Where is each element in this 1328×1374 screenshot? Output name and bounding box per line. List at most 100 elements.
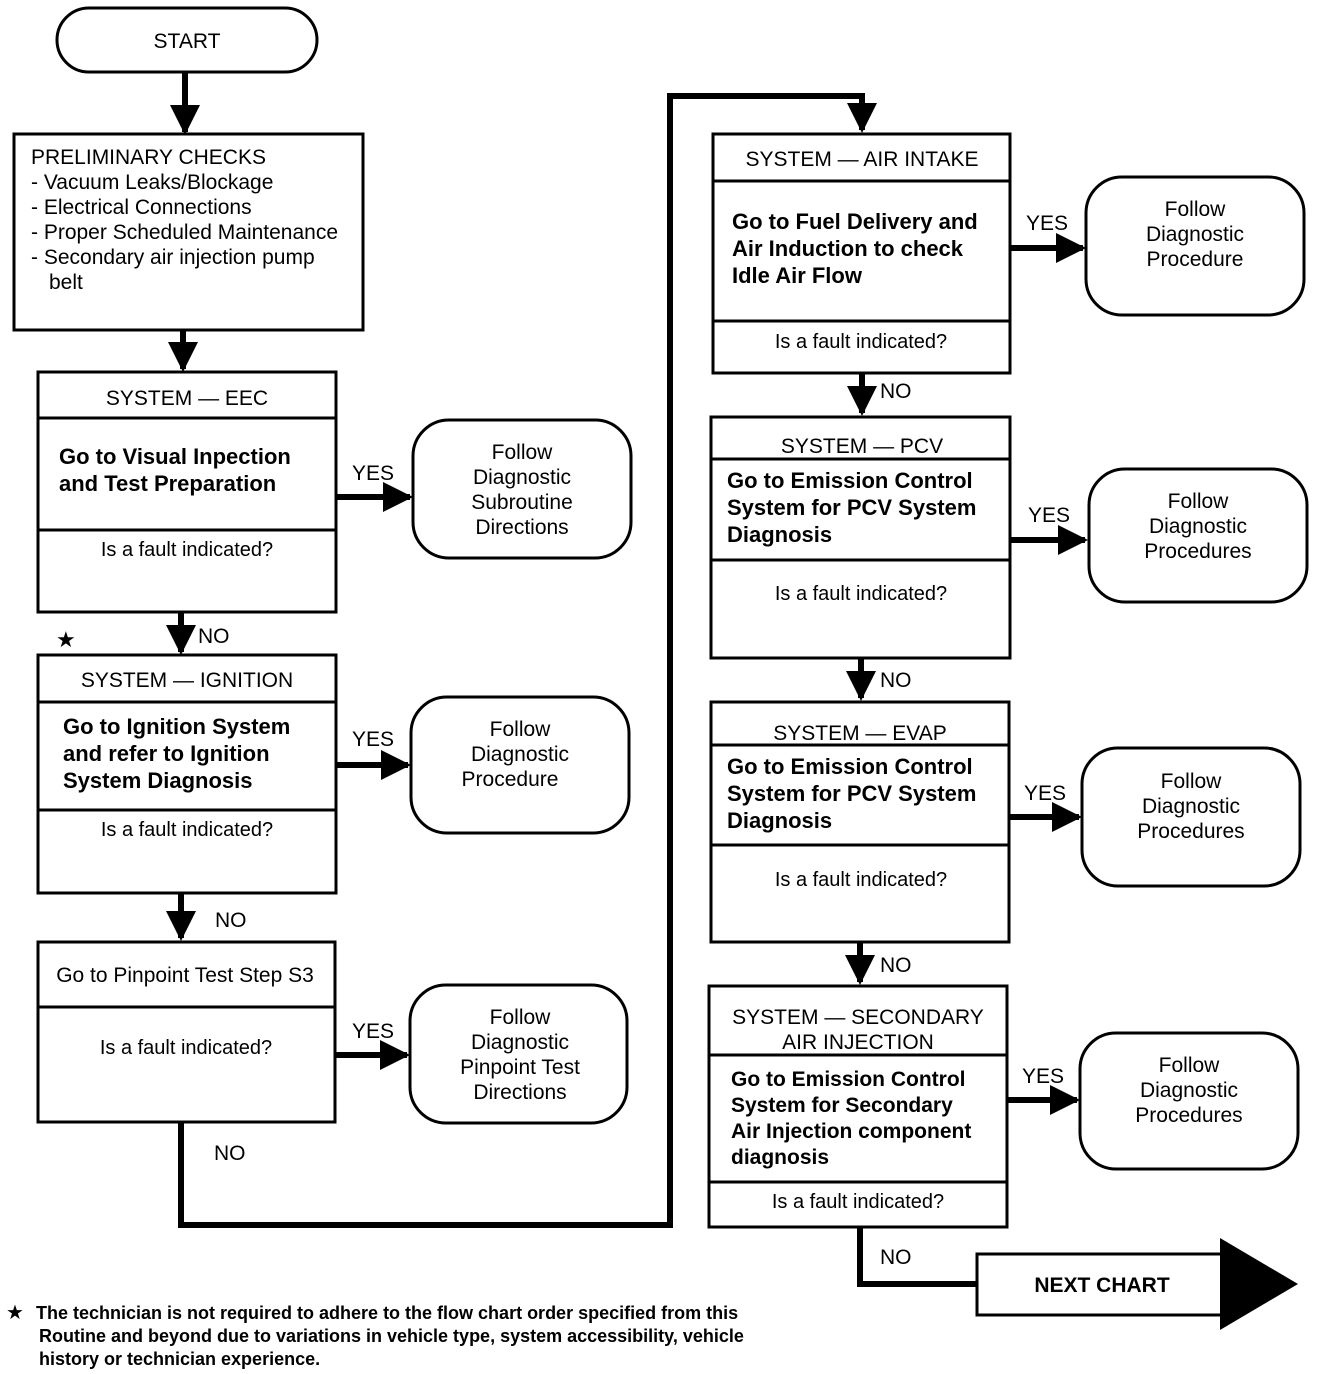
pinpoint-follow-line: Diagnostic — [471, 1031, 569, 1054]
evap-yes-label: YES — [1024, 782, 1066, 805]
next-chart-box — [975, 1252, 1224, 1317]
pinpoint-follow-line: Pinpoint Test — [460, 1056, 580, 1079]
pinpoint-question: Is a fault indicated? — [100, 1037, 272, 1059]
air-intake-question: Is a fault indicated? — [775, 331, 947, 353]
ignition-header: SYSTEM — IGNITION — [81, 669, 293, 692]
secondary-follow-line: Follow — [1159, 1054, 1221, 1077]
air-intake-body-line: Air Induction to check — [732, 236, 964, 261]
eec-follow-line: Follow — [492, 441, 554, 464]
secondary-follow-line: Diagnostic — [1140, 1079, 1238, 1102]
pcv-body-line: Diagnosis — [727, 522, 832, 547]
evap-follow-line: Diagnostic — [1142, 795, 1240, 818]
eec-no-label: NO — [198, 625, 230, 648]
pcv-follow-line: Follow — [1168, 490, 1230, 513]
secondary-body-line: Air Injection component — [731, 1120, 971, 1143]
next-chart-arrow-icon — [1220, 1238, 1298, 1330]
evap-body-line: Go to Emission Control — [727, 754, 973, 779]
pinpoint-header: Go to Pinpoint Test Step S3 — [56, 964, 314, 987]
evap-body-line: System for PCV System — [727, 781, 976, 806]
air-intake-body-line: Go to Fuel Delivery and — [732, 209, 978, 234]
air-intake-follow-box — [1084, 175, 1306, 317]
pinpoint-yes-label: YES — [352, 1020, 394, 1043]
eec-follow-line: Directions — [475, 516, 568, 539]
next-chart-label: NEXT CHART — [1034, 1274, 1170, 1297]
eec-follow-box — [411, 418, 633, 560]
eec-box — [36, 370, 338, 614]
evap-box — [709, 700, 1011, 944]
evap-question: Is a fault indicated? — [775, 869, 947, 891]
ignition-body-line: and refer to Ignition — [63, 741, 270, 766]
evap-follow-box — [1080, 746, 1302, 888]
preliminary-item: - Secondary air injection pump — [31, 246, 315, 269]
eec-body-line: and Test Preparation — [59, 471, 276, 496]
ignition-follow-line: Procedure — [462, 768, 559, 791]
footnote-star-icon: ★ — [6, 1302, 24, 1324]
pcv-follow-box — [1087, 467, 1309, 604]
secondary-header-line: AIR INJECTION — [782, 1031, 934, 1054]
evap-header: SYSTEM — EVAP — [773, 722, 947, 745]
evap-follow-line: Follow — [1161, 770, 1223, 793]
secondary-body-line: diagnosis — [731, 1146, 829, 1169]
ignition-follow-box — [409, 695, 631, 835]
preliminary-item: - Vacuum Leaks/Blockage — [31, 171, 273, 194]
evap-no-label: NO — [880, 954, 912, 977]
preliminary-item: belt — [49, 271, 83, 294]
eec-header: SYSTEM — EEC — [106, 387, 268, 410]
footnote-line: The technician is not required to adhere… — [36, 1303, 738, 1323]
eec-body-line: Go to Visual Inpection — [59, 444, 291, 469]
pcv-no-label: NO — [880, 669, 912, 692]
pcv-follow-line: Procedures — [1144, 540, 1251, 563]
eec-yes-label: YES — [352, 462, 394, 485]
footnote-line: history or technician experience. — [39, 1349, 320, 1369]
secondary-header-line: SYSTEM — SECONDARY — [732, 1006, 984, 1029]
evap-body-line: Diagnosis — [727, 808, 832, 833]
preliminary-checks-box — [12, 132, 365, 332]
secondary-yes-label: YES — [1022, 1065, 1064, 1088]
pinpoint-follow-box — [408, 983, 629, 1125]
secondary-follow-box — [1078, 1031, 1300, 1171]
pcv-box — [709, 415, 1012, 660]
secondary-air-box — [707, 984, 1009, 1229]
pcv-body-line: System for PCV System — [727, 495, 976, 520]
star-icon: ★ — [56, 627, 76, 652]
ignition-follow-line: Follow — [490, 718, 552, 741]
air-intake-follow-line: Follow — [1165, 198, 1227, 221]
air-intake-follow-line: Procedure — [1147, 248, 1244, 271]
air-intake-no-label: NO — [880, 380, 912, 403]
pinpoint-box — [36, 940, 337, 1124]
eec-question: Is a fault indicated? — [101, 539, 273, 561]
ignition-follow-line: Diagnostic — [471, 743, 569, 766]
eec-follow-line: Diagnostic — [473, 466, 571, 489]
air-intake-header: SYSTEM — AIR INTAKE — [746, 148, 979, 171]
secondary-follow-line: Procedures — [1135, 1104, 1242, 1127]
connector-pinpoint-to-air-intake — [178, 93, 877, 1228]
preliminary-title: PRELIMINARY CHECKS — [31, 146, 266, 169]
eec-follow-line: Subroutine — [471, 491, 573, 514]
secondary-question: Is a fault indicated? — [772, 1191, 944, 1213]
pcv-question: Is a fault indicated? — [775, 583, 947, 605]
evap-follow-line: Procedures — [1137, 820, 1244, 843]
pcv-yes-label: YES — [1028, 504, 1070, 527]
air-intake-yes-label: YES — [1026, 212, 1068, 235]
preliminary-item: - Electrical Connections — [31, 196, 252, 219]
ignition-box — [36, 653, 338, 895]
footnote-line: Routine and beyond due to variations in … — [39, 1326, 744, 1346]
pcv-body-line: Go to Emission Control — [727, 468, 973, 493]
secondary-no-label: NO — [880, 1246, 912, 1269]
secondary-body-line: Go to Emission Control — [731, 1068, 966, 1091]
ignition-yes-label: YES — [352, 728, 394, 751]
start-label: START — [154, 30, 221, 53]
pinpoint-follow-line: Directions — [473, 1081, 566, 1104]
air-intake-follow-line: Diagnostic — [1146, 223, 1244, 246]
air-intake-box — [711, 132, 1012, 375]
ignition-body-line: System Diagnosis — [63, 768, 253, 793]
pinpoint-follow-line: Follow — [490, 1006, 552, 1029]
pcv-follow-line: Diagnostic — [1149, 515, 1247, 538]
ignition-body-line: Go to Ignition System — [63, 714, 290, 739]
preliminary-item: - Proper Scheduled Maintenance — [31, 221, 338, 244]
air-intake-body-line: Idle Air Flow — [732, 263, 863, 288]
pinpoint-no-label: NO — [214, 1142, 246, 1165]
pcv-header: SYSTEM — PCV — [781, 435, 943, 458]
ignition-question: Is a fault indicated? — [101, 819, 273, 841]
